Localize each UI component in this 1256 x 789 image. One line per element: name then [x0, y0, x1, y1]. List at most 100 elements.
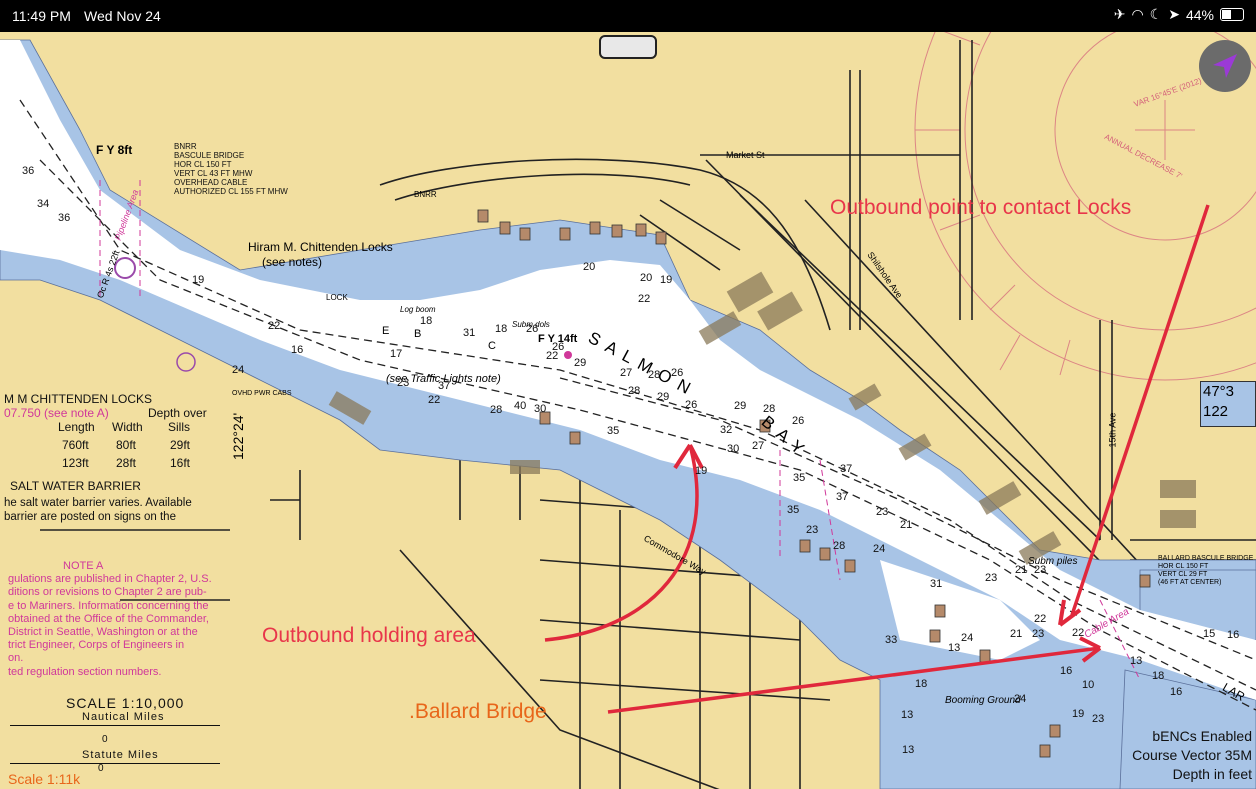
subm-piles-label: Subm piles — [1028, 556, 1078, 567]
depth-sounding: 18 — [495, 323, 507, 335]
depth-sounding: 32 — [720, 424, 732, 436]
depth-sounding: 21 — [900, 519, 912, 531]
depth-sounding: 17 — [390, 348, 402, 360]
status-date: Wed Nov 24 — [84, 8, 161, 24]
ovhd-label: OVHD PWR CABS — [232, 390, 292, 397]
depth-sounding: 22 — [1072, 627, 1084, 639]
length-header: Length — [58, 420, 95, 434]
letter-e: E — [382, 325, 390, 337]
depth-sounding: 18 — [420, 315, 432, 327]
annotation-holding-area: Outbound holding area — [262, 624, 476, 647]
depth-sounding: 21 — [1015, 564, 1027, 576]
depth-sounding: 40 — [514, 400, 526, 412]
depth-sounding: 35 — [787, 504, 799, 516]
airplane-icon: ✈ — [1113, 6, 1126, 22]
depth-sounding: 13 — [1130, 655, 1142, 667]
depth-sounding: 37 — [438, 380, 450, 392]
depth-sounding: 23 — [397, 377, 409, 389]
depth-sounding: 29 — [574, 357, 586, 369]
depth-sounding: 10 — [1082, 679, 1094, 691]
annotation-outbound-point: Outbound point to contact Locks — [830, 196, 1132, 219]
depth-sounding: 33 — [885, 634, 897, 646]
note-a: NOTE A gulations are published in Chapte… — [8, 560, 212, 678]
ballard-bridge-label: BALLARD BASCULE BRIDGE HOR CL 150 FT VER… — [1158, 555, 1254, 586]
depth-sounding: 15 — [1203, 628, 1215, 640]
depth-sounding: 20 — [640, 272, 652, 284]
battery-icon — [1220, 8, 1244, 21]
arrow-ballard-bridge — [607, 646, 1101, 714]
depth-sounding: 23 — [1032, 628, 1044, 640]
depth-sounding: 36 — [58, 212, 70, 224]
enc-status-overlay: bENCs Enabled Course Vector 35M Depth in… — [1132, 727, 1252, 784]
depth-sounding: 24 — [961, 632, 973, 644]
subm-dols-label: Subm dols — [512, 320, 550, 329]
scale-title: SCALE 1:10,000 — [66, 695, 185, 711]
bnrr-label: BNRR — [414, 190, 437, 199]
depth-sounding: 22 — [1034, 613, 1046, 625]
depth-sounding: 28 — [628, 385, 640, 397]
fy14-label: F Y 14ft — [538, 333, 578, 345]
wifi-icon: ◠ — [1131, 6, 1144, 22]
moon-icon: ☾ — [1149, 6, 1163, 22]
depth-sounding: 24 — [873, 543, 885, 555]
depth-sounding: 26 — [526, 323, 538, 335]
arrow-outbound-point — [1070, 204, 1210, 616]
depth-over-label: Depth over — [148, 406, 207, 420]
depth-sounding: 35 — [793, 472, 805, 484]
status-time: 11:49 PM — [12, 8, 71, 24]
locks-info-panel: M M CHITTENDEN LOCKS 07.750 (see note A)… — [4, 392, 254, 523]
depth-sounding: 13 — [948, 642, 960, 654]
depth-sounding: 18 — [915, 678, 927, 690]
channel-white — [0, 40, 1256, 700]
depth-sounding: 24 — [232, 364, 244, 376]
locks-row: 760ft 80ft 29ft — [62, 438, 191, 452]
depth-sounding: 23 — [1092, 713, 1104, 725]
light-marker-2 — [176, 352, 196, 372]
depth-sounding: 30 — [727, 443, 739, 455]
width-header: Width — [112, 420, 143, 434]
depth-sounding: 31 — [463, 327, 475, 339]
booming-label: Booming Ground — [945, 695, 1021, 706]
depth-sounding: 21 — [1010, 628, 1022, 640]
traffic-label: (see Traffic Lights note) — [386, 373, 501, 385]
hatched-areas — [328, 271, 1196, 565]
depth-sounding: 28 — [833, 540, 845, 552]
position-readout[interactable]: 47°3 122 — [1200, 381, 1256, 427]
location-arrow-icon: ➤ — [1168, 6, 1180, 22]
scale-badge: Scale 1:11k — [8, 771, 81, 787]
annotation-ballard-bridge: .Ballard Bridge — [409, 700, 547, 723]
depth-sounding: 26 — [552, 341, 564, 353]
status-bar: 11:49 PM Wed Nov 24 ✈ ◠ ☾ ➤ 44% — [0, 0, 1256, 32]
status-icons: ✈ ◠ ☾ ➤ 44% — [1114, 6, 1244, 23]
depth-sounding: 23 — [876, 506, 888, 518]
depth-sounding: 16 — [291, 344, 303, 356]
depth-sounding: 28 — [763, 403, 775, 415]
depth-sounding: 27 — [752, 440, 764, 452]
depth-sounding: 24 — [1014, 693, 1026, 705]
depth-sounding: 13 — [901, 709, 913, 721]
log-boom-label: Log boom — [400, 305, 436, 314]
menu-handle-button[interactable] — [599, 35, 657, 59]
depth-sounding: 16 — [1170, 686, 1182, 698]
sills-header: Sills — [168, 420, 191, 434]
arrow-holding-area — [544, 444, 699, 642]
depth-sounding: 31 — [930, 578, 942, 590]
lock-label: LOCK — [326, 293, 348, 302]
depth-sounding: 26 — [792, 415, 804, 427]
light-marker — [114, 257, 136, 279]
depth-sounding: 19 — [660, 274, 672, 286]
nautical-chart[interactable]: 3634361922162417183118262020192226222927… — [0, 32, 1256, 789]
depth-sounding: 19 — [695, 465, 707, 477]
depth-sounding: 19 — [192, 274, 204, 286]
depth-sounding: 23 — [806, 524, 818, 536]
depth-sounding: 16 — [1227, 629, 1239, 641]
depth-sounding: 16 — [1060, 665, 1072, 677]
depth-sounding: 22 — [546, 350, 558, 362]
depth-sounding: 22 — [428, 394, 440, 406]
depth-sounding: 29 — [657, 391, 669, 403]
barrier-title: SALT WATER BARRIER — [10, 479, 141, 493]
depth-sounding: 26 — [685, 399, 697, 411]
navigation-button[interactable] — [1199, 40, 1251, 92]
